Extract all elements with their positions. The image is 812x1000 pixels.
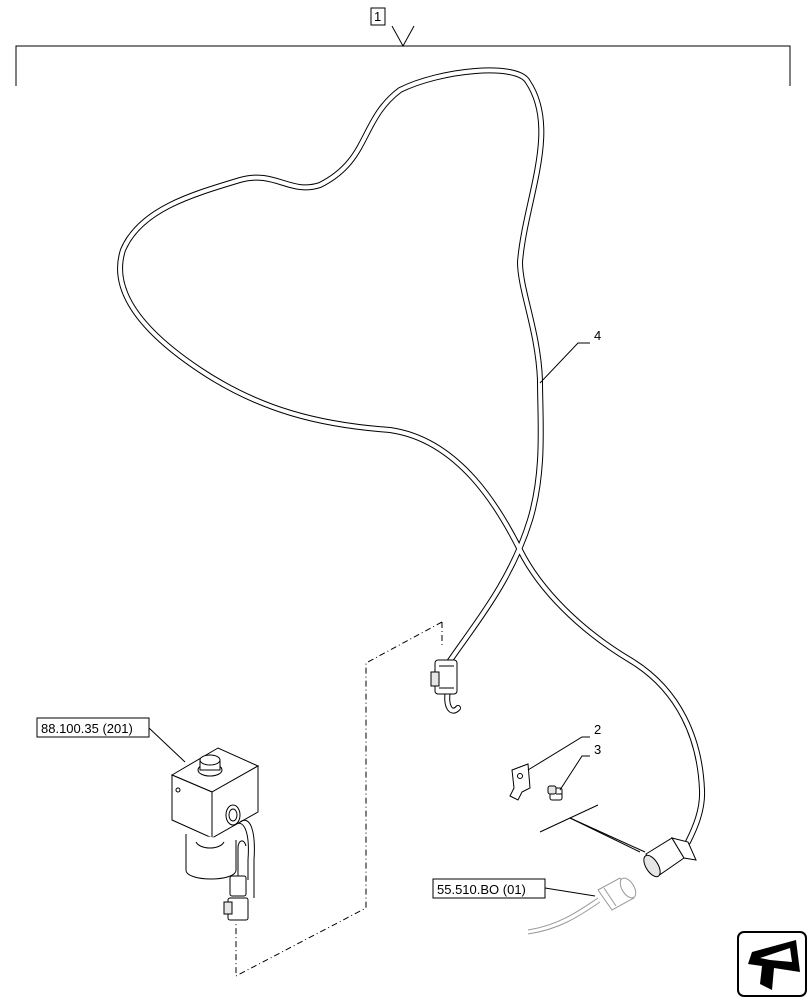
assembly-bracket bbox=[15, 25, 791, 86]
valve-wire bbox=[235, 819, 255, 898]
callout-4[interactable]: 4 bbox=[539, 328, 601, 384]
svg-text:55.510.BO (01): 55.510.BO (01) bbox=[437, 882, 526, 897]
bolt[interactable] bbox=[547, 785, 563, 801]
mating-pointer bbox=[539, 804, 646, 853]
svg-text:1: 1 bbox=[374, 9, 381, 24]
callout-1[interactable]: 1 bbox=[370, 7, 386, 26]
callout-2[interactable]: 2 bbox=[527, 722, 601, 771]
svg-text:3: 3 bbox=[594, 742, 601, 757]
wiring-harness[interactable] bbox=[117, 67, 706, 845]
svg-text:4: 4 bbox=[594, 328, 601, 343]
next-page-arrow-icon[interactable] bbox=[737, 931, 807, 997]
connector-reference[interactable]: 55.510.BO (01) bbox=[432, 878, 596, 899]
valve-reference[interactable]: 88.100.35 (201) bbox=[36, 717, 186, 763]
harness-connector-upper[interactable] bbox=[430, 659, 458, 695]
mounting-bracket[interactable] bbox=[509, 763, 531, 801]
connection-dashline bbox=[235, 621, 443, 977]
valve-connector[interactable] bbox=[223, 875, 249, 921]
valve-block[interactable] bbox=[170, 747, 260, 880]
mating-connector[interactable] bbox=[527, 875, 639, 935]
svg-text:2: 2 bbox=[594, 722, 601, 737]
callout-3[interactable]: 3 bbox=[559, 742, 601, 791]
svg-text:88.100.35 (201): 88.100.35 (201) bbox=[41, 721, 133, 736]
harness-connector-lower[interactable] bbox=[641, 837, 697, 879]
